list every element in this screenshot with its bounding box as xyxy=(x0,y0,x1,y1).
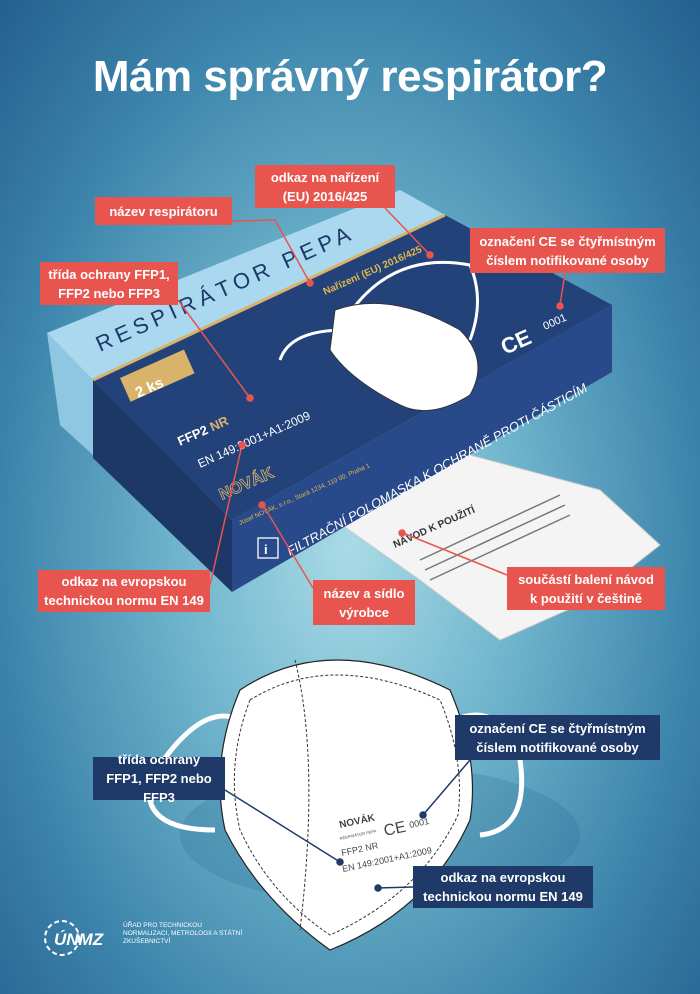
box-mask xyxy=(329,302,479,412)
callout-instructions: součástí balení návod k použití v češtin… xyxy=(507,567,665,610)
unmz-logo-text: ÚŘAD PRO TECHNICKOU NORMALIZACI, METROLO… xyxy=(123,922,243,945)
unmz-logo: ÚNMZ xyxy=(44,920,104,956)
box-end-face xyxy=(47,333,93,455)
box-top-face xyxy=(47,190,445,380)
box-left-face xyxy=(93,380,232,592)
box-side-face xyxy=(232,305,612,592)
mask-callout-ce-marking: označení CE se čtyřmístným číslem notifi… xyxy=(455,715,660,760)
mask-callout-protection-class: třída ochrany FFP1, FFP2 nebo FFP3 xyxy=(93,752,225,805)
callout-ce-marking: označení CE se čtyřmístným číslem notifi… xyxy=(470,228,665,273)
mask-ce-number: 0001 xyxy=(408,816,430,830)
svg-text:i: i xyxy=(264,542,268,557)
mask-ce-mark: CE xyxy=(382,819,407,840)
callout-en149-norm: odkaz na evropskou technickou normu EN 1… xyxy=(38,570,210,612)
callout-manufacturer: název a sídlo výrobce xyxy=(313,580,415,625)
count-badge xyxy=(120,349,195,402)
mask-callout-en149-norm: odkaz na evropskou technickou normu EN 1… xyxy=(413,866,593,908)
svg-text:ÚNMZ: ÚNMZ xyxy=(54,930,104,949)
callout-protection-class: třída ochrany FFP1, FFP2 nebo FFP3 xyxy=(40,262,178,305)
callout-respirator-name: název respirátoru xyxy=(95,197,232,225)
page-title: Mám správný respirátor? xyxy=(92,52,608,101)
callout-regulation-reference: odkaz na nařízení (EU) 2016/425 xyxy=(255,165,395,208)
info-icon xyxy=(257,537,279,559)
